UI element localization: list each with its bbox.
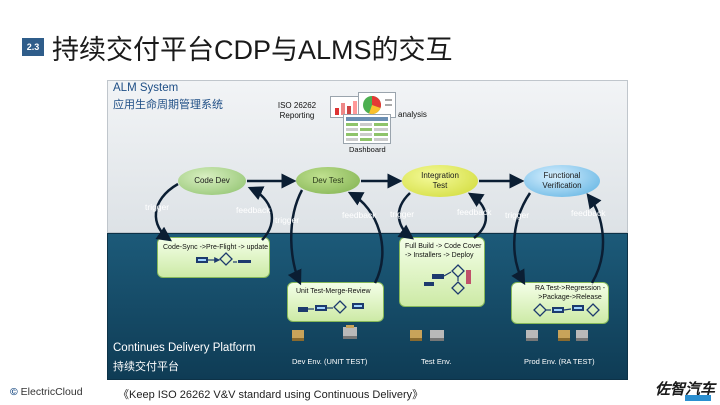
trigger-label-integ: trigger [390,209,415,219]
cdp-title: Continues Delivery Platform [113,342,256,354]
footer-note: 《Keep ISO 26262 V&V standard using Conti… [118,389,424,401]
electric-cloud-logo-icon: © [10,386,18,398]
cdp-box-code-sync-text: Code-Sync ->Pre-Flight -> update [163,244,269,251]
loop-code-dev-feedback [247,186,274,241]
alm-subtitle: 应用生命周期管理系统 [113,99,223,111]
flow-mini-diagram-4 [533,303,600,317]
server-icon-test-env [410,330,444,341]
loop-dev-test-trigger [287,189,304,286]
server-icon-prod-env [526,330,588,341]
iso-reporting-label: ISO 26262 Reporting [277,101,317,120]
server-icon-dev-env [292,330,304,341]
feedback-label-dev-test: feedback [342,210,377,220]
cdp-box-unit-test-text: Unit Test-Merge-Review [296,288,371,295]
slide-title: 持续交付平台CDP与ALMS的交互 [52,35,453,65]
flow-mini-diagram-3 [424,264,471,295]
brand-logo-text: 佐智汽车 [655,380,716,398]
stage-code-dev: Code Dev [178,167,246,195]
loop-func-trigger [511,192,532,286]
loop-func-feedback [586,193,605,284]
slide-number-badge: 2.3 [22,38,44,56]
stage-integration-test: Integration Test [402,165,478,197]
env-label-test: Test Env. [421,357,452,366]
loop-code-dev-trigger [154,182,179,242]
pie-chart-icon [363,95,392,115]
cdp-subtitle: 持续交付平台 [113,361,179,373]
loop-integ-trigger [397,192,415,240]
flow-mini-diagram-2 [298,300,364,314]
brand-logo: 佐智汽车 [655,378,716,402]
cdp-box-unit-test [287,282,384,322]
cdp-box-full-build-text: Full Build -> Code Cover -> Installers -… [405,243,482,259]
stage-dev-test: Dev Test [296,167,360,194]
env-label-dev: Dev Env. (UNIT TEST) [292,357,368,366]
feedback-label-func: feedback [571,208,606,218]
cdp-box-ra-test-text: RA Test->Regression ->Package->Release [534,285,606,301]
analysis-chart-card [358,92,396,118]
feedback-label-integ: feedback [457,207,492,217]
trigger-label-dev-test: trigger [275,215,300,225]
cdp-box-ra-test [511,282,609,324]
brand-logo-bar [685,395,711,401]
dashboard-table-card [343,114,391,144]
trigger-label-func: trigger [505,210,530,220]
analysis-label: analysis [398,110,427,119]
loop-integ-feedback [467,192,488,239]
cdp-box-code-sync [157,237,270,278]
electric-cloud-logo-text: ElectricCloud [20,386,83,398]
dashboard-label: Dashboard [349,145,386,154]
flow-mini-diagram-1 [196,252,251,266]
dashboard-table-icon [346,117,388,141]
alm-title: ALM System [113,82,179,94]
feedback-label-code-dev: feedback [236,205,271,215]
bar-chart-icon [335,101,357,115]
stage-functional-verification-label: Functional Verification [542,171,582,190]
electric-cloud-logo: © ElectricCloud [10,386,83,398]
trigger-label-code-dev: trigger [145,202,170,212]
server-icon-dev-env-2 [343,325,357,339]
loop-dev-test-feedback [347,191,384,284]
iso-report-chart-card [330,96,362,118]
stage-functional-verification: Functional Verification [524,165,600,197]
stage-integration-test-label: Integration Test [421,171,459,190]
env-label-prod: Prod Env. (RA TEST) [524,357,595,366]
